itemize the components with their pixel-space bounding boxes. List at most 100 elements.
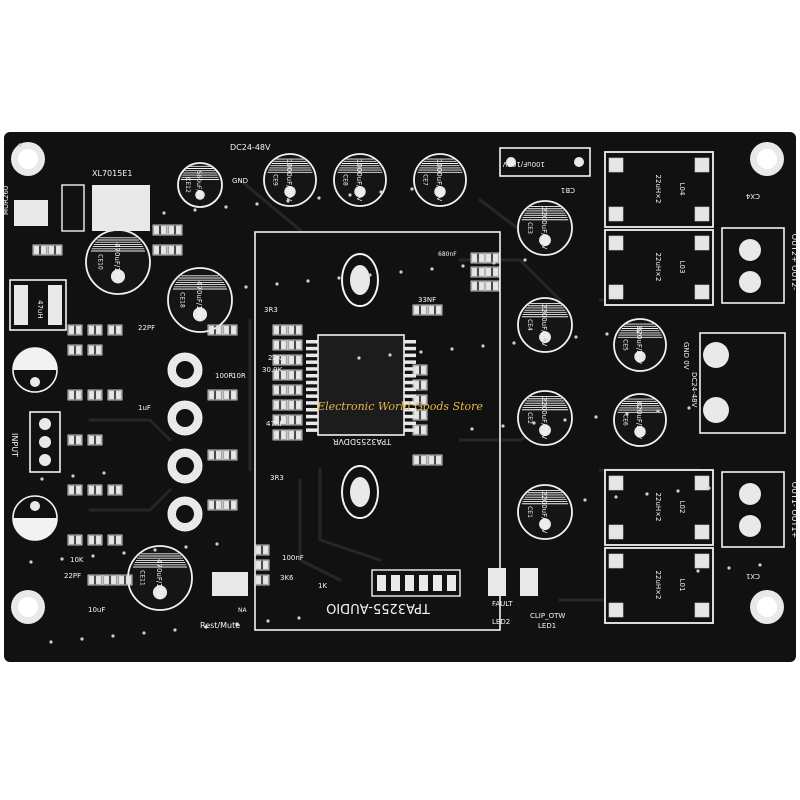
cx1-label: CX1 [746,572,760,580]
na-label: NA [238,607,247,614]
via [244,285,248,289]
smd-pad-pair [287,354,303,366]
via [687,406,691,410]
capacitor-value-label: 1000uF/50V [435,159,443,202]
tpa3255-chip [306,334,416,436]
header-pin [447,575,456,591]
smd-pad-pair [107,534,123,546]
smd-pad-pair [67,434,83,446]
capacitor-value-label: 1000uF/50V [285,159,293,202]
smd-pad-pair [117,574,133,586]
small-electrolytic-capacitors: 470uF/16VCE10470uF/16VCE18470uF/16VCE115… [85,162,233,611]
out2-label: OUT2+ OUT2- [790,234,799,291]
capacitor-value-label: 470uF/16V [155,559,163,597]
via [224,205,228,209]
smd-pad-pair [254,544,270,556]
smd-pad-pair [484,280,500,292]
via [594,415,598,419]
via [29,560,33,564]
smd-pad-pair [272,399,288,411]
board-title: TPA3255-AUDIO [326,600,431,615]
via [532,421,536,425]
r10-label: 10R [232,372,246,380]
via [614,495,618,499]
chip-pin [404,374,416,378]
dc-power-connector [699,332,786,434]
round-component [167,400,203,436]
smd-pad-pair [87,484,103,496]
capacitor-value-label: 2200uF/25V [540,207,548,250]
inductor-value-label: 22uH×2 [654,253,662,282]
via [543,338,547,342]
via [583,498,587,502]
smd-pad-pair [287,384,303,396]
via [676,489,680,493]
chip-pin [306,367,318,371]
smd-pad-pair [254,559,270,571]
inductor-value-label: 22uH×2 [654,175,662,204]
via [142,631,146,635]
heatsink-mount-top [341,253,379,307]
capacitor-value-label: 820uF/25V [635,401,643,439]
chip-pin [306,340,318,344]
cx4-label: CX4 [745,192,760,200]
led-clip [520,568,538,596]
chip-pin [306,360,318,364]
smd-pad-pair [287,429,303,441]
chip-pin [404,353,416,358]
smd-pad-pair [87,574,103,586]
smd-pad-pair [87,434,103,446]
out1-label: OUT1- OUT1+ [790,482,799,538]
input-connector [29,411,61,473]
chip-pin [404,394,416,398]
cb1-label: CB1 [561,186,575,194]
mounting-hole-bottom-right [750,590,784,624]
smd-pad-pair [167,244,183,256]
via [656,409,660,413]
capacitor-ref-label: CE4 [526,319,533,331]
smd-pad-pair [207,389,223,401]
chip-pin [404,360,416,364]
smd-pad-pair [254,574,270,586]
chip-pin [404,340,416,344]
chip-pin [306,401,318,405]
header-pin [391,575,400,591]
mur260-diode [14,200,48,226]
capacitor-value-label: 820uF/25V [635,326,643,364]
capacitor-ref-label: CE6 [622,414,629,426]
round-component [167,352,203,388]
smd-pad-pair [272,369,288,381]
capacitor-ref-label: CE11 [138,570,145,586]
led1-label: LED1 [538,622,556,630]
capacitor-ref-label: CE3 [526,222,533,234]
regulator-ic [61,184,150,232]
k22-label: 22K [268,354,282,362]
via [388,353,392,357]
chip-pin [404,414,416,419]
via [306,279,310,283]
chip-label: TPA3255DDVR [332,437,392,446]
led-fault [488,568,506,596]
smd-pad-pair [412,394,428,406]
capacitor-ref-label: CE1 [526,506,533,518]
nf100-label: 100nF [282,554,304,562]
smd-pad-pair [412,409,428,421]
via [368,273,372,277]
capacitor-ref-label: CE18 [178,292,185,308]
via [255,202,259,206]
chip-pin [306,428,318,432]
capacitor-value-label: 2200uF/25V [540,304,548,347]
clip-otw-label: CLIP_OTW [530,612,565,620]
fault-label: FAULT [492,600,513,608]
via [60,557,64,561]
mounting-hole-bottom-left [11,590,45,624]
smd-pad-pair [102,574,118,586]
